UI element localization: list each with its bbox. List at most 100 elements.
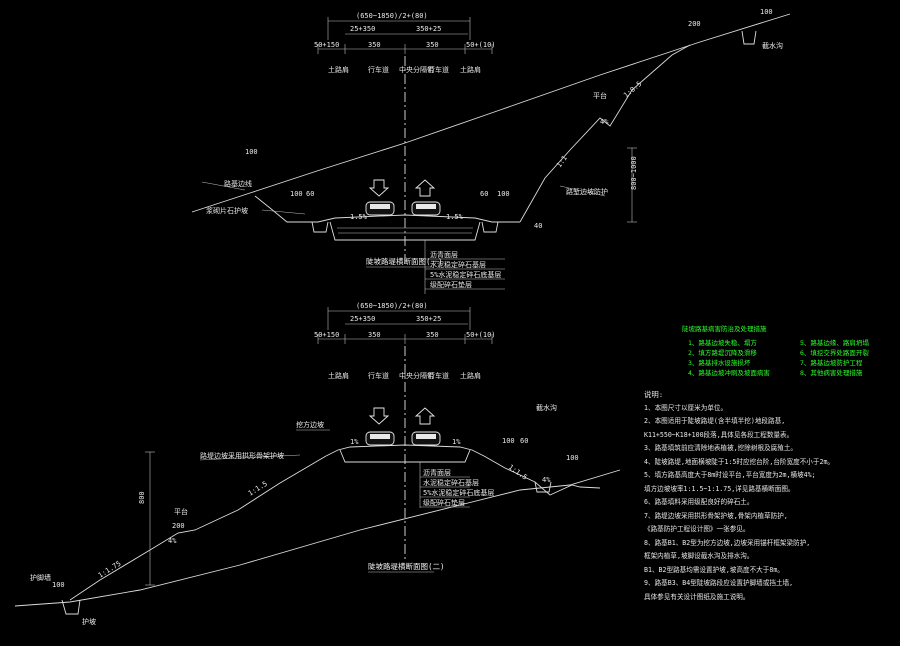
notes-line: 2、本图适用于陡坡路堤(含半填半挖)地段路基, xyxy=(644,417,786,425)
notes-line: 4、陡坡路堤,地面横坡陡于1:5时应挖台阶,台阶宽度不小于2m。 xyxy=(644,457,835,466)
lane-label: 土路肩 xyxy=(328,371,349,380)
ditch-width-label: 200 xyxy=(688,20,701,28)
dim-label: 40 xyxy=(534,222,542,230)
notes-line: 9、路基B3、B4型陡坡路段应设置护脚墙或挡土墙, xyxy=(644,579,794,587)
section-1-dim-edge-left: 50+150 xyxy=(314,41,339,49)
legend-item: 3、路基排水设施损坏 xyxy=(688,358,751,367)
right-dim: 100 xyxy=(566,454,579,462)
section-1-title: 陡坡路堤横断面图(一) xyxy=(366,256,443,266)
lane-label: 土路肩 xyxy=(460,371,481,380)
car-icon xyxy=(365,431,395,446)
top-offset-label: 100 xyxy=(760,8,773,16)
crossfall-label: 1% xyxy=(452,438,461,446)
right-fall-label: 4% xyxy=(542,476,551,484)
lane-label: 行车道 xyxy=(428,65,449,74)
section-1-height-dim xyxy=(627,147,637,223)
section-1-lane-labels: 土路肩 行车道 中央分隔带 行车道 土路肩 xyxy=(328,65,481,74)
dim-label: 60 xyxy=(480,190,488,198)
lane-label: 土路肩 xyxy=(460,65,481,74)
car-icon xyxy=(411,431,441,446)
lane-label: 土路肩 xyxy=(328,65,349,74)
section-2-dim-edge-right: 50+(10) xyxy=(466,331,496,339)
layer-label: 级配碎石垫层 xyxy=(430,280,472,289)
design-notes: 说明: 1、本图尺寸以厘米为单位。 2、本图适用于陡坡路堤(含半填半挖)地段路基… xyxy=(644,388,894,604)
section-2-lane-labels: 土路肩 行车道 中央分隔带 行车道 土路肩 xyxy=(328,371,481,380)
layer-label: 沥青面层 xyxy=(423,468,451,477)
notes-line: 3、路基填筑前应清除地表植被,挖除树根及腐殖土。 xyxy=(644,444,798,452)
notes-line: 具体参见有关设计图纸及施工说明。 xyxy=(644,592,750,601)
platform-width-label: 200 xyxy=(172,522,185,530)
lane-label: 行车道 xyxy=(368,371,389,380)
height-dim-label: 800~1000 xyxy=(630,156,638,190)
car-icon xyxy=(411,201,441,216)
car-icon xyxy=(365,201,395,216)
platform-label: 平台 xyxy=(593,91,607,100)
section-1-dimensions xyxy=(317,17,493,54)
crossfall-label: 1% xyxy=(350,438,359,446)
slope-label: 1:0.5 xyxy=(622,80,643,100)
section-1-cut-slope xyxy=(519,44,691,223)
section-2-pavement xyxy=(339,449,471,463)
section-1-top-ditch xyxy=(741,30,757,45)
section-2-road-surface xyxy=(325,444,485,457)
section-2-right-cut xyxy=(483,455,601,496)
dim-label: 100 xyxy=(245,148,258,156)
legend-item: 2、填方路堤沉降及滑移 xyxy=(688,348,757,357)
bottom-label: 护坡 xyxy=(82,617,96,626)
section-2-dim-left: 25+350 xyxy=(350,315,375,323)
arrow-up-icon xyxy=(414,179,436,197)
notes-line: B1、B2型路基均需设置护坡,坡高度不大于8m。 xyxy=(644,565,784,574)
layer-label: 沥青面层 xyxy=(430,250,458,259)
section-1: (650~1850)/2+(80) 25+350 350+25 350 350 … xyxy=(191,8,791,294)
lane-label: 行车道 xyxy=(428,371,449,380)
section-2-height-dim xyxy=(145,451,155,586)
slope-label: 1:1 xyxy=(555,154,569,169)
right-slope-label: 1:1.5 xyxy=(507,463,529,482)
notes-line: 8、路基B1、B2型为挖方边坡,边坡采用锚杆框架梁防护, xyxy=(644,538,811,547)
platform-label: 平台 xyxy=(174,507,188,516)
layer-label: 级配碎石垫层 xyxy=(423,498,465,507)
section-2-layer-callouts: 沥青面层 水泥稳定碎石基层 5%水泥稳定碎石底基层 级配碎石垫层 xyxy=(419,462,494,508)
notes-line: 6、路基填料采用级配良好的碎石土。 xyxy=(644,498,754,506)
right-dim: 60 xyxy=(520,437,528,445)
dim-label: 60 xyxy=(306,190,314,198)
section-2-right-ditch xyxy=(534,481,552,493)
dim-label: 100 xyxy=(290,190,303,198)
notes-line: 7、路堤边坡采用拱形骨架护坡,骨架内植草防护, xyxy=(644,511,788,520)
section-1-left-ditch xyxy=(311,221,329,233)
crossfall-label: 4% xyxy=(600,118,609,126)
slope-label: 1:1.5 xyxy=(247,480,269,498)
height-dim-label: 800 xyxy=(138,491,146,504)
notes-line: 1、本图尺寸以厘米为单位。 xyxy=(644,403,728,412)
section-1-fill-slope xyxy=(254,195,300,223)
right-dim: 100 xyxy=(502,437,515,445)
legend-title: 陡坡路基病害防治及处理措施 xyxy=(682,324,767,333)
section-2-dim-right: 350+25 xyxy=(416,315,441,323)
layer-label: 水泥稳定碎石基层 xyxy=(423,478,479,487)
section-2-fill-slope xyxy=(69,455,327,601)
arrow-down-icon xyxy=(368,179,390,197)
section-1-dim-inner-left: 350 xyxy=(368,41,381,49)
dim-label: 100 xyxy=(497,190,510,198)
section-2: (650~1850)/2+(80) 25+350 350+25 350 350 … xyxy=(14,302,621,626)
right-label: 截水沟 xyxy=(536,403,557,412)
section-1-dim-inner-right: 350 xyxy=(426,41,439,49)
left-protect-label: 路堤边坡采用拱形骨架护坡 xyxy=(200,451,284,460)
slope-label: 1:1.75 xyxy=(97,560,123,580)
legend-item: 4、路基边坡冲刷及坡面病害 xyxy=(688,368,770,377)
section-2-dim-inner-right: 350 xyxy=(426,331,439,339)
crossfall-label: 1.5% xyxy=(350,213,368,221)
notes-title: 说明: xyxy=(644,390,664,399)
toe-width-label: 100 xyxy=(52,581,65,589)
section-2-dim-total: (650~1850)/2+(80) xyxy=(356,302,428,310)
section-2-dim-edge-left: 50+150 xyxy=(314,331,339,339)
toe-label: 护脚墙 xyxy=(30,573,51,582)
notes-line: 填方边坡坡率1:1.5~1:1.75,详见路基横断面图。 xyxy=(644,484,795,493)
platform-fall-label: 4% xyxy=(168,537,177,545)
arrow-down-icon xyxy=(368,407,390,425)
left-protect-sub: 挖方边坡 xyxy=(296,420,324,429)
layer-label: 水泥稳定碎石基层 xyxy=(430,260,486,269)
section-2-ground-line xyxy=(14,469,621,607)
notes-line: 框架内植草,坡脚设截水沟及排水沟。 xyxy=(644,552,754,560)
